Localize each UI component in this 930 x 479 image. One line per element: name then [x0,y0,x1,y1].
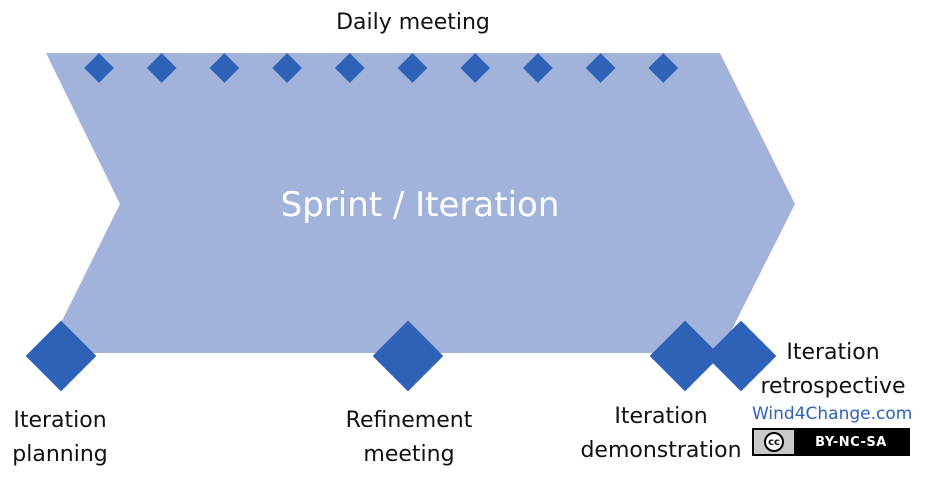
daily-meeting-marker [146,53,177,83]
daily-meeting-label: Daily meeting [336,10,490,35]
event-label-line: retrospective [760,374,906,399]
event-label-planning: Iteration planning [0,404,120,472]
sprint-chevron-label: Sprint / Iteration [281,185,560,225]
event-label-line: Iteration [13,408,107,433]
event-label-refinement: Refinement meeting [330,404,488,472]
cc-icon: cc [764,432,784,452]
daily-meeting-markers [84,53,679,83]
event-label-line: Iteration [786,340,880,365]
daily-meeting-marker [209,53,240,83]
event-marker-demonstration [649,320,721,392]
daily-meeting-marker [397,53,428,83]
daily-meeting-marker [523,53,553,83]
license-text: BY-NC-SA [794,430,908,454]
event-label-line: Iteration [614,404,708,429]
event-label-retrospective: Iteration retrospective [752,336,914,404]
event-label-line: meeting [363,442,455,467]
brand-link[interactable]: Wind4Change.com [752,404,913,424]
daily-meeting-marker [648,53,679,83]
event-label-line: Refinement [345,408,473,433]
event-label-line: demonstration [580,438,742,463]
license-badge[interactable]: cc BY-NC-SA [752,428,910,456]
event-label-demonstration: Iteration demonstration [580,400,742,468]
daily-meeting-marker [84,53,114,83]
cc-icon-box: cc [754,430,794,454]
daily-meeting-marker [272,53,302,83]
event-marker-retrospective [705,320,777,392]
daily-meeting-marker [460,53,491,83]
sprint-chevron [46,53,795,353]
event-marker-refinement [372,320,444,392]
daily-meeting-marker [585,53,616,83]
daily-meeting-marker [334,53,365,83]
event-label-line: planning [12,442,108,467]
